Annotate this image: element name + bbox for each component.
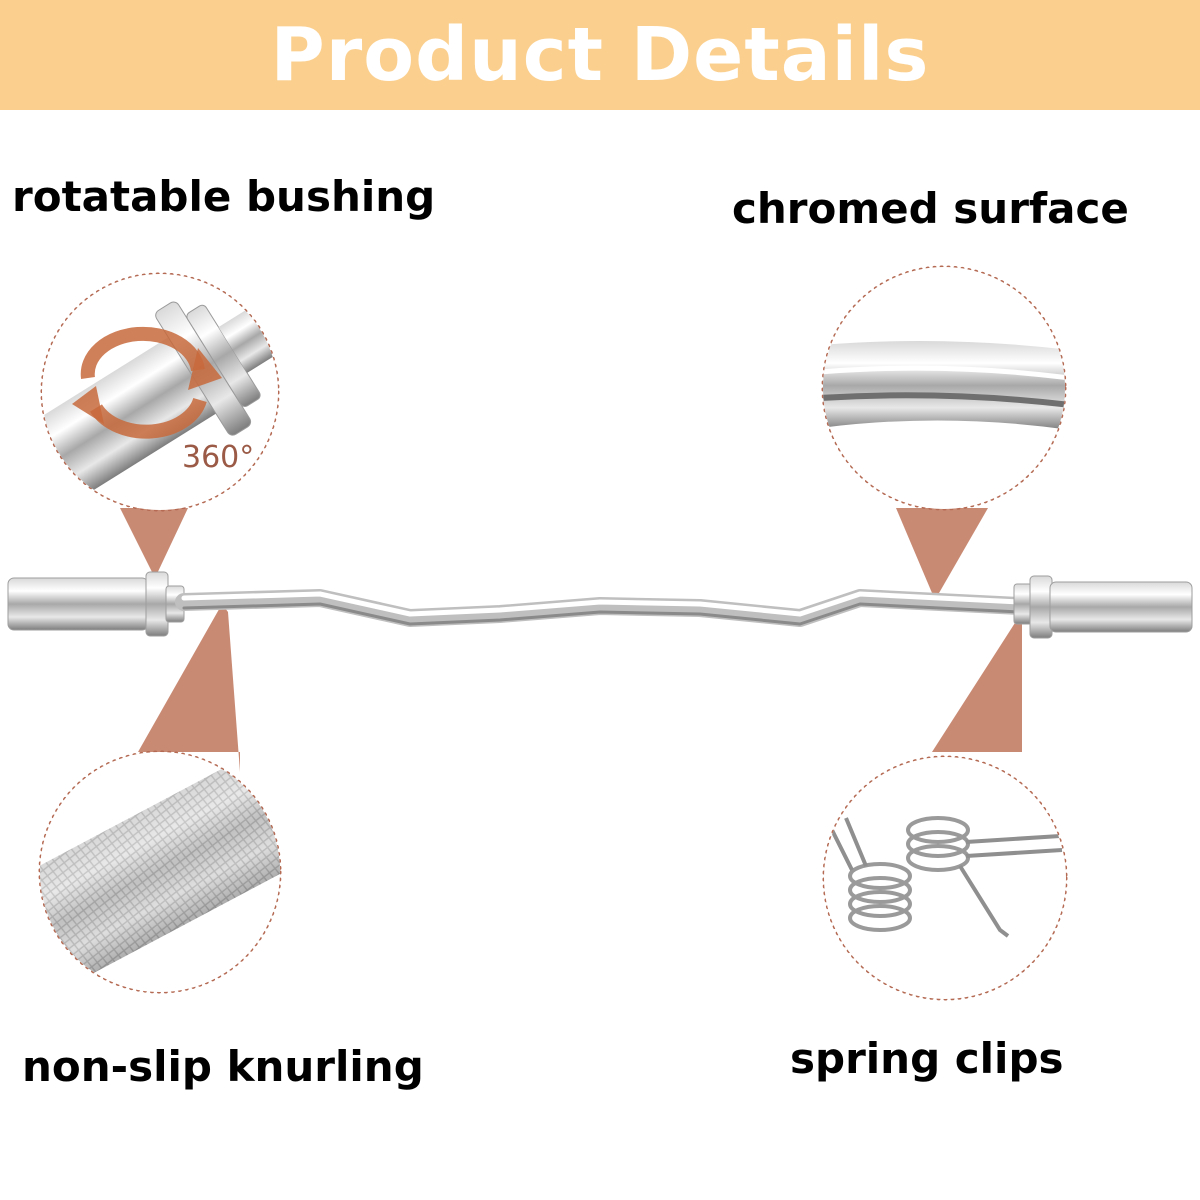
spring-clips-detail-image <box>824 757 1066 999</box>
bushing-detail-image <box>42 274 278 510</box>
feature-label-non-slip-knurling: non-slip knurling <box>22 1042 424 1091</box>
chrome-detail-image <box>823 267 1065 509</box>
page-title: Product Details <box>270 12 930 98</box>
feature-label-chromed-surface: chromed surface <box>732 184 1129 233</box>
knurling-detail-image <box>40 752 280 992</box>
rotation-degree-label: 360° <box>182 440 255 475</box>
header-banner: Product Details <box>0 0 1200 110</box>
ez-curl-bar <box>7 571 1193 639</box>
feature-label-rotatable-bushing: rotatable bushing <box>12 172 436 221</box>
feature-label-spring-clips: spring clips <box>790 1034 1064 1083</box>
callout-pointers <box>120 508 1022 772</box>
